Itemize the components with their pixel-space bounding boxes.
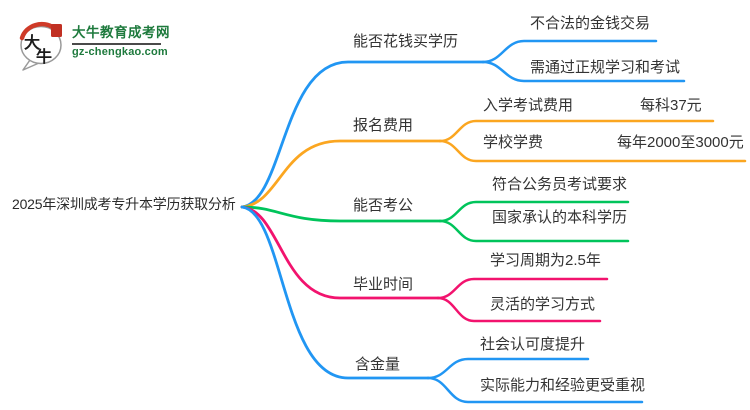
- branch-line: [240, 139, 442, 209]
- site-name-text: 大牛教育成考网: [72, 25, 170, 40]
- daniu-logo-icon: 大 牛: [19, 21, 62, 71]
- child-line: [436, 277, 609, 300]
- root-topic-node[interactable]: 2025年深圳成考专升本学历获取分析: [12, 196, 236, 212]
- branch-line: [240, 205, 430, 380]
- site-url-text: gz-chengkao.com: [72, 46, 168, 58]
- branch-line: [240, 205, 442, 223]
- child-node[interactable]: 不合法的金钱交易: [530, 15, 651, 32]
- branch-line: [240, 205, 440, 300]
- branch-node[interactable]: 能否考公: [353, 197, 414, 214]
- child-node[interactable]: 学习周期为2.5年: [490, 252, 601, 269]
- child-node[interactable]: 学校学费: [483, 134, 544, 151]
- child-node[interactable]: 社会认可度提升: [480, 336, 586, 353]
- child-node[interactable]: 入学考试费用: [483, 97, 574, 114]
- child-line: [426, 357, 590, 380]
- logo-char-niu: 牛: [36, 47, 52, 66]
- child-line: [481, 60, 686, 83]
- branch-node[interactable]: 含金量: [355, 356, 401, 373]
- child-node[interactable]: 需通过正规学习和考试: [530, 59, 681, 76]
- branch-line: [240, 60, 485, 209]
- logo-divider: [72, 43, 161, 45]
- child-line: [481, 39, 658, 64]
- child-node[interactable]: 灵活的学习方式: [490, 296, 596, 313]
- child-line: [438, 219, 630, 243]
- logo-char-da: 大: [24, 33, 40, 52]
- branch-node[interactable]: 毕业时间: [353, 276, 414, 293]
- child-node[interactable]: 国家承认的本科学历: [492, 209, 628, 226]
- child-node[interactable]: 实际能力和经验更受重视: [480, 377, 646, 394]
- branch-node[interactable]: 报名费用: [353, 117, 414, 134]
- site-logo[interactable]: 大 牛 大牛教育成考网 gz-chengkao.com: [16, 16, 170, 72]
- child-line: [438, 139, 747, 163]
- child-node[interactable]: 符合公务员考试要求: [492, 176, 628, 193]
- child-line: [438, 119, 715, 143]
- child-line: [426, 376, 644, 404]
- child-value-node[interactable]: 每年2000至3000元: [617, 134, 744, 151]
- child-value-node[interactable]: 每科37元: [640, 97, 702, 114]
- branch-node[interactable]: 能否花钱买学历: [353, 33, 459, 50]
- child-line: [436, 296, 602, 323]
